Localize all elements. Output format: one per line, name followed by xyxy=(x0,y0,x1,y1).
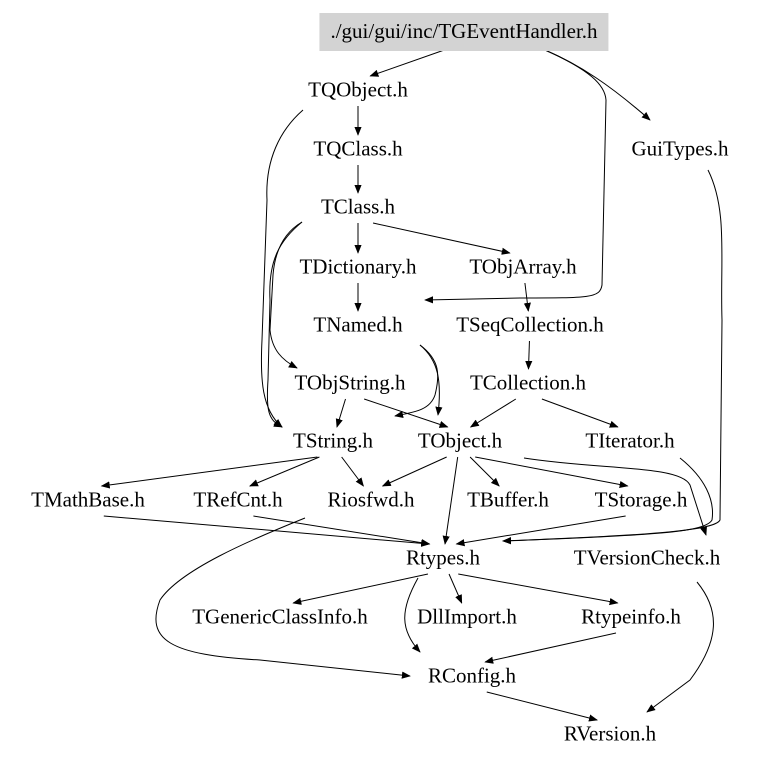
node-tdictionary[interactable]: TDictionary.h xyxy=(299,254,417,279)
node-tbuffer[interactable]: TBuffer.h xyxy=(467,487,549,512)
edge-trefcnt-to-rtypes xyxy=(253,515,431,547)
edge-tnamed-to-tstring xyxy=(394,344,439,418)
edge-rtypeinfo-to-rconfig xyxy=(484,632,617,664)
node-tqclass[interactable]: TQClass.h xyxy=(313,136,403,161)
edge-tobject-to-tbuffer xyxy=(469,456,500,487)
edge-tmathbase-to-rtypes xyxy=(103,515,431,547)
node-riosfwd[interactable]: Riosfwd.h xyxy=(327,487,415,512)
edge-tversioncheck-to-rversion xyxy=(646,581,714,713)
node-tversioncheck[interactable]: TVersionCheck.h xyxy=(573,545,721,570)
edge-rtypes-to-tgenericclassinfo xyxy=(292,573,429,605)
edge-tcollection-to-titerator xyxy=(541,398,619,428)
edge-tcollection-to-tobject xyxy=(469,398,517,428)
edge-rtypes-to-rconfig xyxy=(404,577,421,653)
node-tstorage[interactable]: TStorage.h xyxy=(594,487,688,512)
node-tobjstring[interactable]: TObjString.h xyxy=(294,370,406,395)
edge-tclass-to-tobjarray xyxy=(372,222,511,255)
edge-tseqcollection-to-tcollection xyxy=(525,340,533,370)
edge-tobjstring-to-tobject xyxy=(363,398,449,428)
edge-tgeventhandler-to-tnamed xyxy=(424,49,607,304)
edge-tobject-to-tstorage xyxy=(475,456,629,489)
node-rconfig[interactable]: RConfig.h xyxy=(427,663,517,688)
node-tobject[interactable]: TObject.h xyxy=(417,428,503,453)
node-trefcnt[interactable]: TRefCnt.h xyxy=(193,487,283,512)
node-titerator[interactable]: TIterator.h xyxy=(585,428,675,453)
edge-tobject-to-riosfwd xyxy=(381,456,447,487)
node-guitypes[interactable]: GuiTypes.h xyxy=(631,136,729,161)
node-tgeventhandler[interactable]: ./gui/gui/inc/TGEventHandler.h xyxy=(319,13,609,51)
edge-rtypes-to-rtypeinfo xyxy=(458,573,619,606)
edge-tstring-to-trefcnt xyxy=(249,456,320,487)
edge-tclass-to-tobjstring xyxy=(269,221,303,369)
edge-tobjstring-to-tstring xyxy=(335,398,346,428)
edge-rconfig-to-rversion xyxy=(486,691,598,722)
edge-tnamed-to-tobject xyxy=(419,344,443,416)
node-tnamed[interactable]: TNamed.h xyxy=(313,312,403,337)
node-tcollection[interactable]: TCollection.h xyxy=(469,370,587,395)
node-dllimport[interactable]: DllImport.h xyxy=(417,604,517,629)
edge-tstorage-to-rtypes xyxy=(455,515,626,547)
edge-tstring-to-riosfwd xyxy=(341,456,364,487)
edge-rtypes-to-dllimport xyxy=(448,573,463,604)
node-rtypeinfo[interactable]: Rtypeinfo.h xyxy=(581,604,681,629)
edge-tclass-to-tstring xyxy=(266,221,303,428)
node-tmathbase[interactable]: TMathBase.h xyxy=(31,487,145,512)
edge-riosfwd-to-rconfig xyxy=(155,517,411,679)
edge-tobject-to-rtypes xyxy=(442,456,459,545)
edge-guitypes-to-rtypes xyxy=(502,169,723,545)
node-tseqcollection[interactable]: TSeqCollection.h xyxy=(456,312,604,337)
node-tobjarray[interactable]: TObjArray.h xyxy=(469,254,577,279)
node-tclass[interactable]: TClass.h xyxy=(320,194,396,219)
node-tgenericclassinfo[interactable]: TGenericClassInfo.h xyxy=(192,604,368,629)
edge-tobjarray-to-tseqcollection xyxy=(523,282,531,312)
node-tqobject[interactable]: TQObject.h xyxy=(308,77,408,102)
node-tstring[interactable]: TString.h xyxy=(293,428,373,453)
edge-tstring-to-tmathbase xyxy=(100,456,318,489)
node-rversion[interactable]: RVersion.h xyxy=(563,721,657,746)
edge-tgeventhandler-to-tqobject xyxy=(369,47,451,77)
node-rtypes[interactable]: Rtypes.h xyxy=(405,545,481,570)
edge-tgeventhandler-to-guitypes xyxy=(544,49,651,121)
edge-tobject-to-tversioncheck xyxy=(523,457,707,536)
